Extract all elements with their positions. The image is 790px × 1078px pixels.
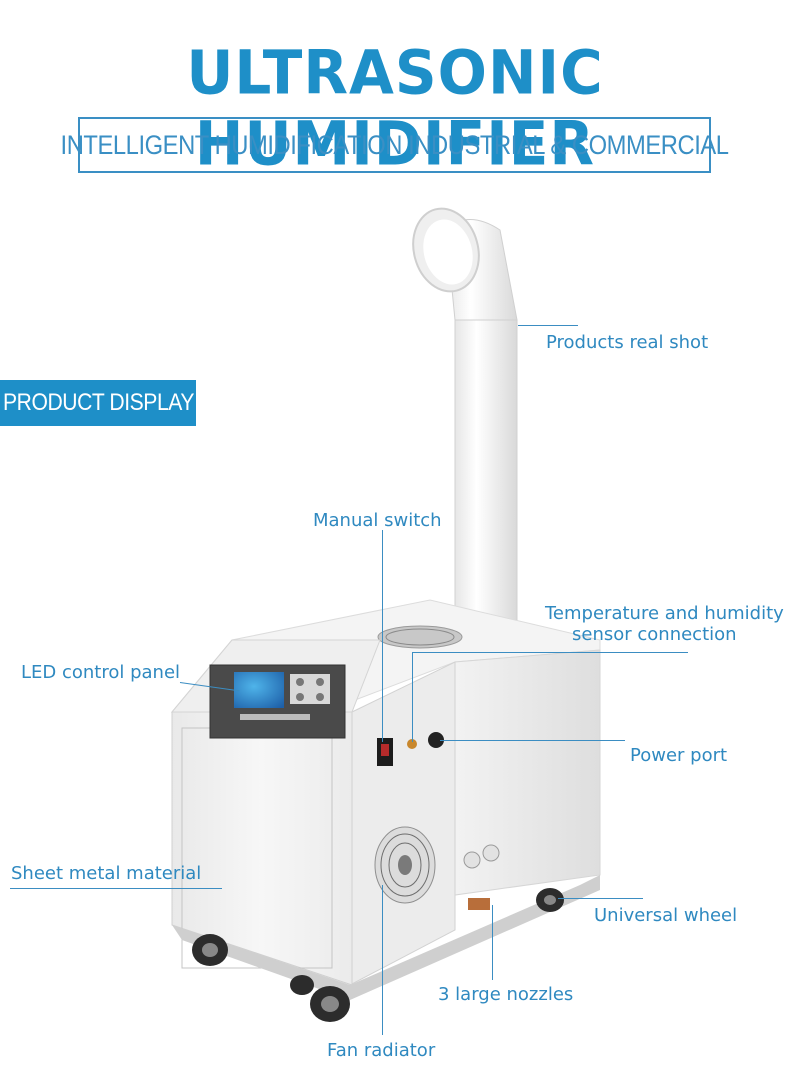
label-manual-switch: Manual switch xyxy=(313,510,442,531)
label-universal-wheel: Universal wheel xyxy=(594,905,738,926)
product-display-label: PRODUCT DISPLAY xyxy=(2,389,194,416)
fan-radiator xyxy=(374,826,436,904)
label-power-port: Power port xyxy=(630,745,728,766)
label-sheet-metal: Sheet metal material xyxy=(11,863,202,884)
line-sheet xyxy=(10,888,222,889)
line-power xyxy=(440,740,625,741)
subtitle-text: INTELLIGENT HUMIDIFICATION INDUSTRIAL & … xyxy=(60,129,729,160)
label-products-real-shot: Products real shot xyxy=(546,332,709,353)
label-3-large-nozzles: 3 large nozzles xyxy=(438,984,574,1005)
label-temp-line1: Temperature and humidity xyxy=(545,603,784,624)
line-fan xyxy=(382,885,383,1035)
line-manual-switch xyxy=(382,530,383,742)
line-temp-h xyxy=(412,652,688,653)
label-fan-radiator: Fan radiator xyxy=(327,1040,436,1061)
label-led-control-panel: LED control panel xyxy=(21,662,181,683)
subtitle-banner: INTELLIGENT HUMIDIFICATION INDUSTRIAL & … xyxy=(60,117,729,173)
label-temp-line2: sensor connection xyxy=(572,624,737,645)
led-panel xyxy=(209,664,346,739)
line-wheel xyxy=(558,898,643,899)
line-real-shot xyxy=(518,325,578,326)
line-temp-v xyxy=(412,652,413,742)
product-display-badge: PRODUCT DISPLAY xyxy=(0,380,196,426)
page-title: ULTRASONIC HUMIDIFIER xyxy=(186,36,604,180)
pipe xyxy=(412,207,518,621)
line-nozzles xyxy=(492,905,493,980)
wheels xyxy=(192,888,564,1022)
